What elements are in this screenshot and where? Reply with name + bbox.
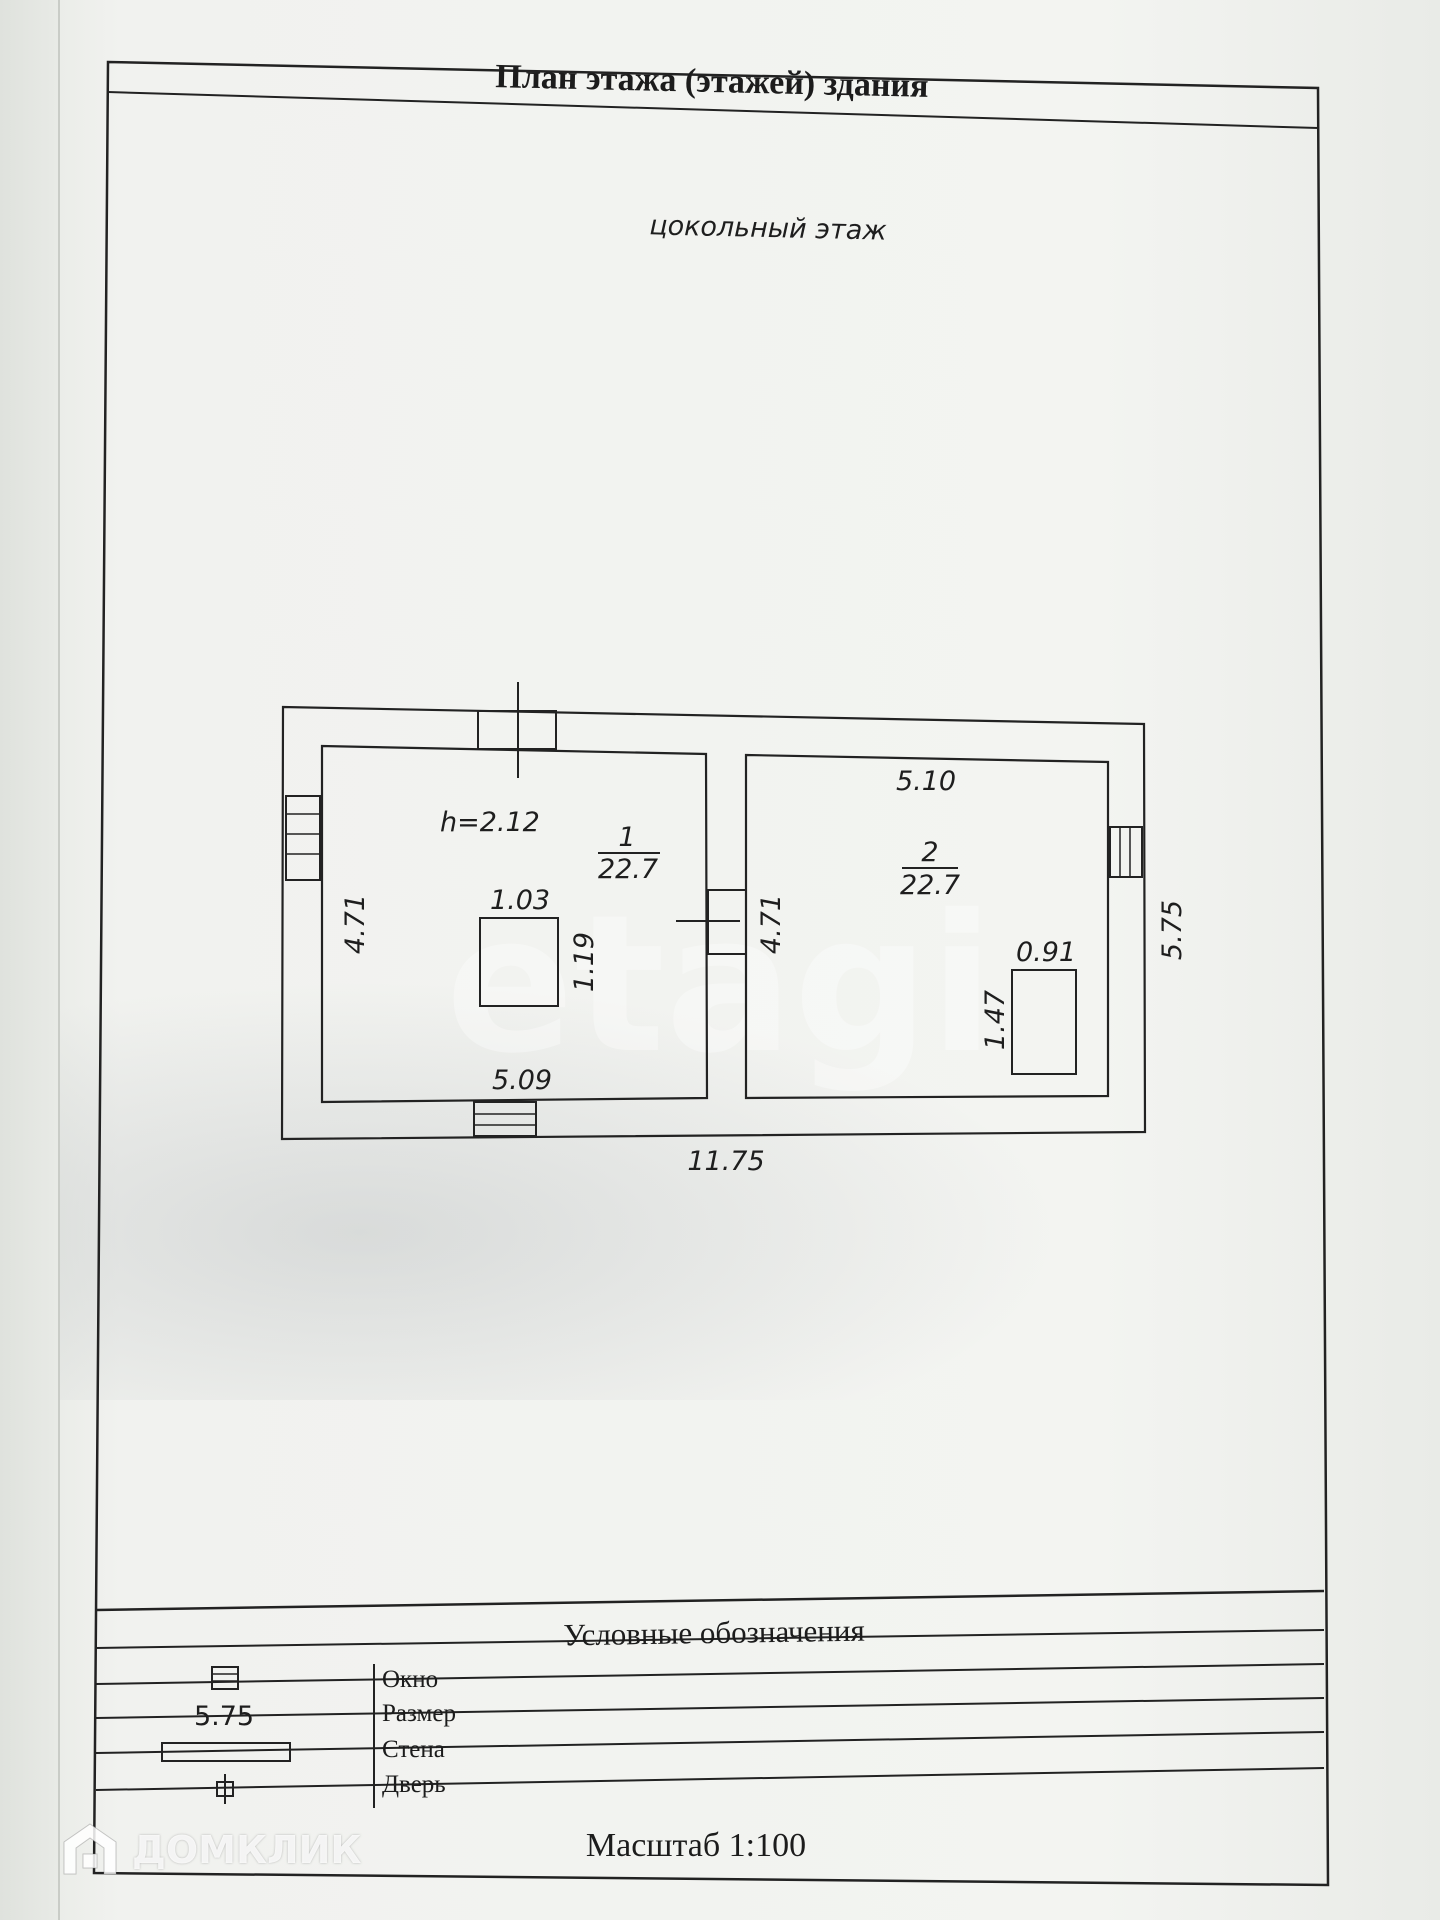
legend-table [95,1589,1325,1808]
room-2-object-depth: 1.47 [980,990,1011,1050]
title-divider [107,91,1319,129]
sheet-title: План этажа (этажей) здания [495,58,929,105]
room-1-object [479,917,559,1007]
room-2-outline [744,753,1110,1100]
domclick-logo-icon [63,1823,117,1875]
room-1-width: 4.71 [340,894,371,954]
window-left [285,795,321,881]
building-outline [280,705,1147,1141]
room-1-outline [320,744,709,1104]
room-1-number: 1 [618,822,635,853]
room-2-length: 5.10 [896,766,956,797]
room-2-area: 22.7 [900,870,960,901]
wall-symbol-icon [161,1742,291,1762]
room-1-area: 22.7 [598,854,658,885]
domclick-brand-name: ДОМКЛИК [132,1828,362,1872]
ceiling-height-label: h=2.12 [440,807,540,838]
photo-shadow [60,980,1060,1400]
room-1-object-depth: 1.19 [569,932,600,992]
room-2-width: 4.71 [756,894,787,954]
room-1-object-width: 1.03 [490,885,550,916]
room-1-length: 5.09 [492,1065,552,1096]
legend-label-window: Окно [382,1666,438,1693]
sheet-frame [92,60,1330,1887]
building-length: 11.75 [687,1146,764,1177]
etagi-watermark: etagi [445,874,994,1095]
door-symbol-icon [216,1774,234,1804]
room-2-object-width: 0.91 [1016,937,1076,968]
room-2-object [1011,969,1077,1075]
domclick-watermark: ДОМКЛИК [58,1818,361,1882]
legend-label-door: Дверь [382,1771,446,1798]
window-top [477,682,557,778]
legend-label-wall: Стена [382,1736,445,1763]
building-width: 5.75 [1157,900,1188,960]
scale-label: Масштаб 1:100 [586,1827,806,1864]
page-binding-edge [0,0,60,1920]
legend-title: Условные обозначения [563,1613,865,1653]
room-2-number: 2 [921,837,938,868]
dimension-symbol: 5.75 [194,1701,254,1732]
window-right [1109,826,1143,878]
legend-label-dimension: Размер [382,1700,456,1727]
interior-door [676,889,747,955]
window-symbol-icon [211,1666,239,1690]
window-bottom [473,1101,537,1137]
floor-label: цокольный этаж [649,210,888,246]
